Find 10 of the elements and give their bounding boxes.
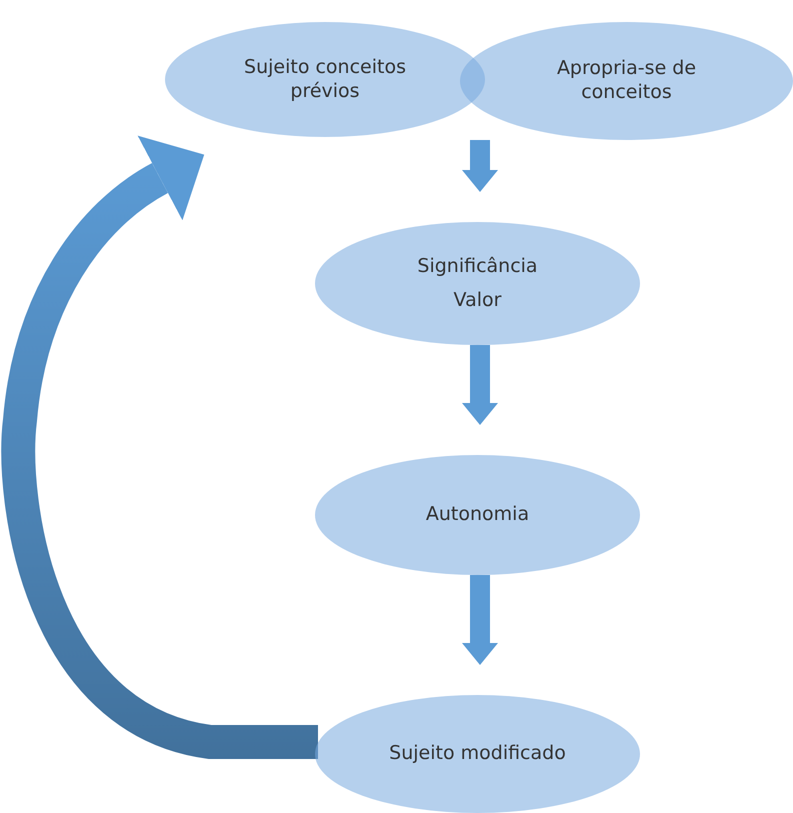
arrow xyxy=(462,575,498,665)
node-label: Valor xyxy=(454,288,502,312)
arrow xyxy=(462,140,498,192)
node-label: Significância xyxy=(417,254,538,278)
node-label: Apropria-se de conceitos xyxy=(556,57,698,105)
node-label: Sujeito conceitos prévios xyxy=(243,56,407,104)
node-label: Sujeito modificado xyxy=(389,742,566,766)
arrow xyxy=(462,345,498,425)
arrow xyxy=(1,136,318,759)
node-label: Autonomia xyxy=(426,503,530,527)
